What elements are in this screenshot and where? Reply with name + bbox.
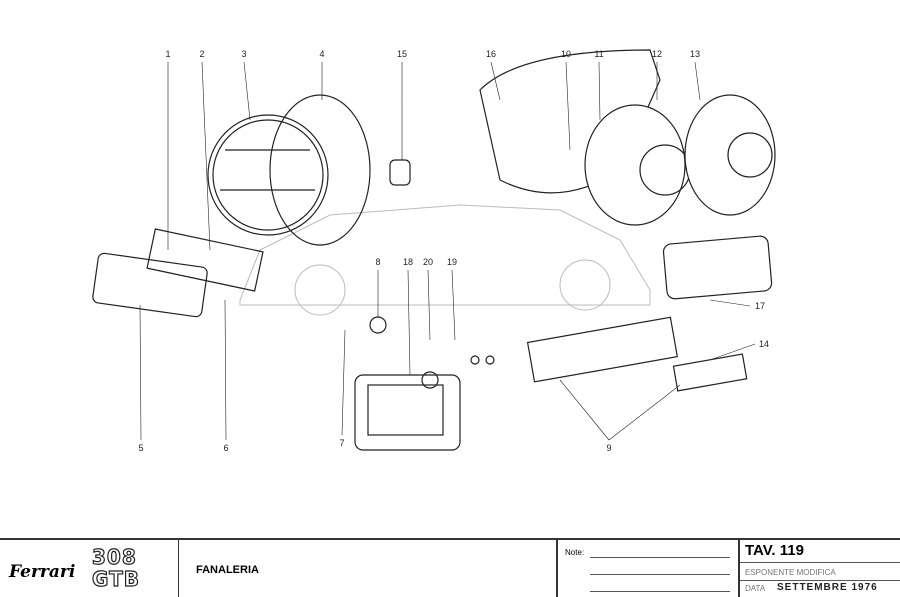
divider <box>740 580 900 581</box>
ferrari-logo: Ferrari <box>9 562 76 582</box>
rear-lamps <box>584 94 776 226</box>
headlamp <box>207 94 371 246</box>
model-name: GTB <box>91 567 140 591</box>
date-label: DATA <box>745 584 766 593</box>
plate-light-14 <box>526 316 748 392</box>
callout-18: 18 <box>402 257 414 267</box>
divider <box>740 562 900 563</box>
info-divider <box>738 540 740 597</box>
callout-9: 9 <box>606 443 612 453</box>
callout-10: 10 <box>560 49 572 59</box>
notes-divider <box>556 540 558 597</box>
callout-5: 5 <box>138 443 144 453</box>
note-line <box>590 574 730 575</box>
callout-20: 20 <box>422 257 434 267</box>
callout-15: 15 <box>396 49 408 59</box>
model-number: 308 <box>91 545 137 569</box>
exploded-parts-drawing <box>92 49 776 451</box>
model-logo: 308 GTB <box>91 545 140 591</box>
callout-12: 12 <box>651 49 663 59</box>
bulb-15 <box>389 159 411 186</box>
fog-lamp-18 <box>354 374 461 451</box>
table-number: TAV. 119 <box>745 542 804 559</box>
callout-1: 1 <box>165 49 171 59</box>
callout-2: 2 <box>199 49 205 59</box>
logo-cell: Ferrari 308 GTB <box>0 540 179 597</box>
title-block: Ferrari 308 GTB FANALERIA Note: TAV. 119… <box>0 538 900 597</box>
car-silhouette <box>239 204 651 316</box>
callout-19: 19 <box>446 257 458 267</box>
sheet-title: FANALERIA <box>196 564 259 576</box>
callout-13: 13 <box>689 49 701 59</box>
callout-8: 8 <box>375 257 381 267</box>
callout-3: 3 <box>241 49 247 59</box>
small-parts <box>369 316 495 389</box>
rear-lamp-bracket <box>479 49 661 194</box>
callout-4: 4 <box>319 49 325 59</box>
side-marker-5 <box>92 252 208 318</box>
date-value: SETTEMBRE 1976 <box>777 582 878 593</box>
note-label: Note: <box>565 548 585 557</box>
note-line <box>590 557 730 558</box>
callout-14: 14 <box>758 339 770 349</box>
callout-11: 11 <box>594 49 604 59</box>
leader-lines <box>139 61 756 441</box>
revision-label: ESPONENTE MODIFICA <box>745 568 836 577</box>
indicator-housing <box>146 228 264 292</box>
note-line <box>590 591 730 592</box>
callout-7: 7 <box>339 438 345 448</box>
callout-16: 16 <box>485 49 497 59</box>
callout-17: 17 <box>754 301 766 311</box>
callout-6: 6 <box>223 443 229 453</box>
reverse-lamp-17 <box>662 235 773 300</box>
